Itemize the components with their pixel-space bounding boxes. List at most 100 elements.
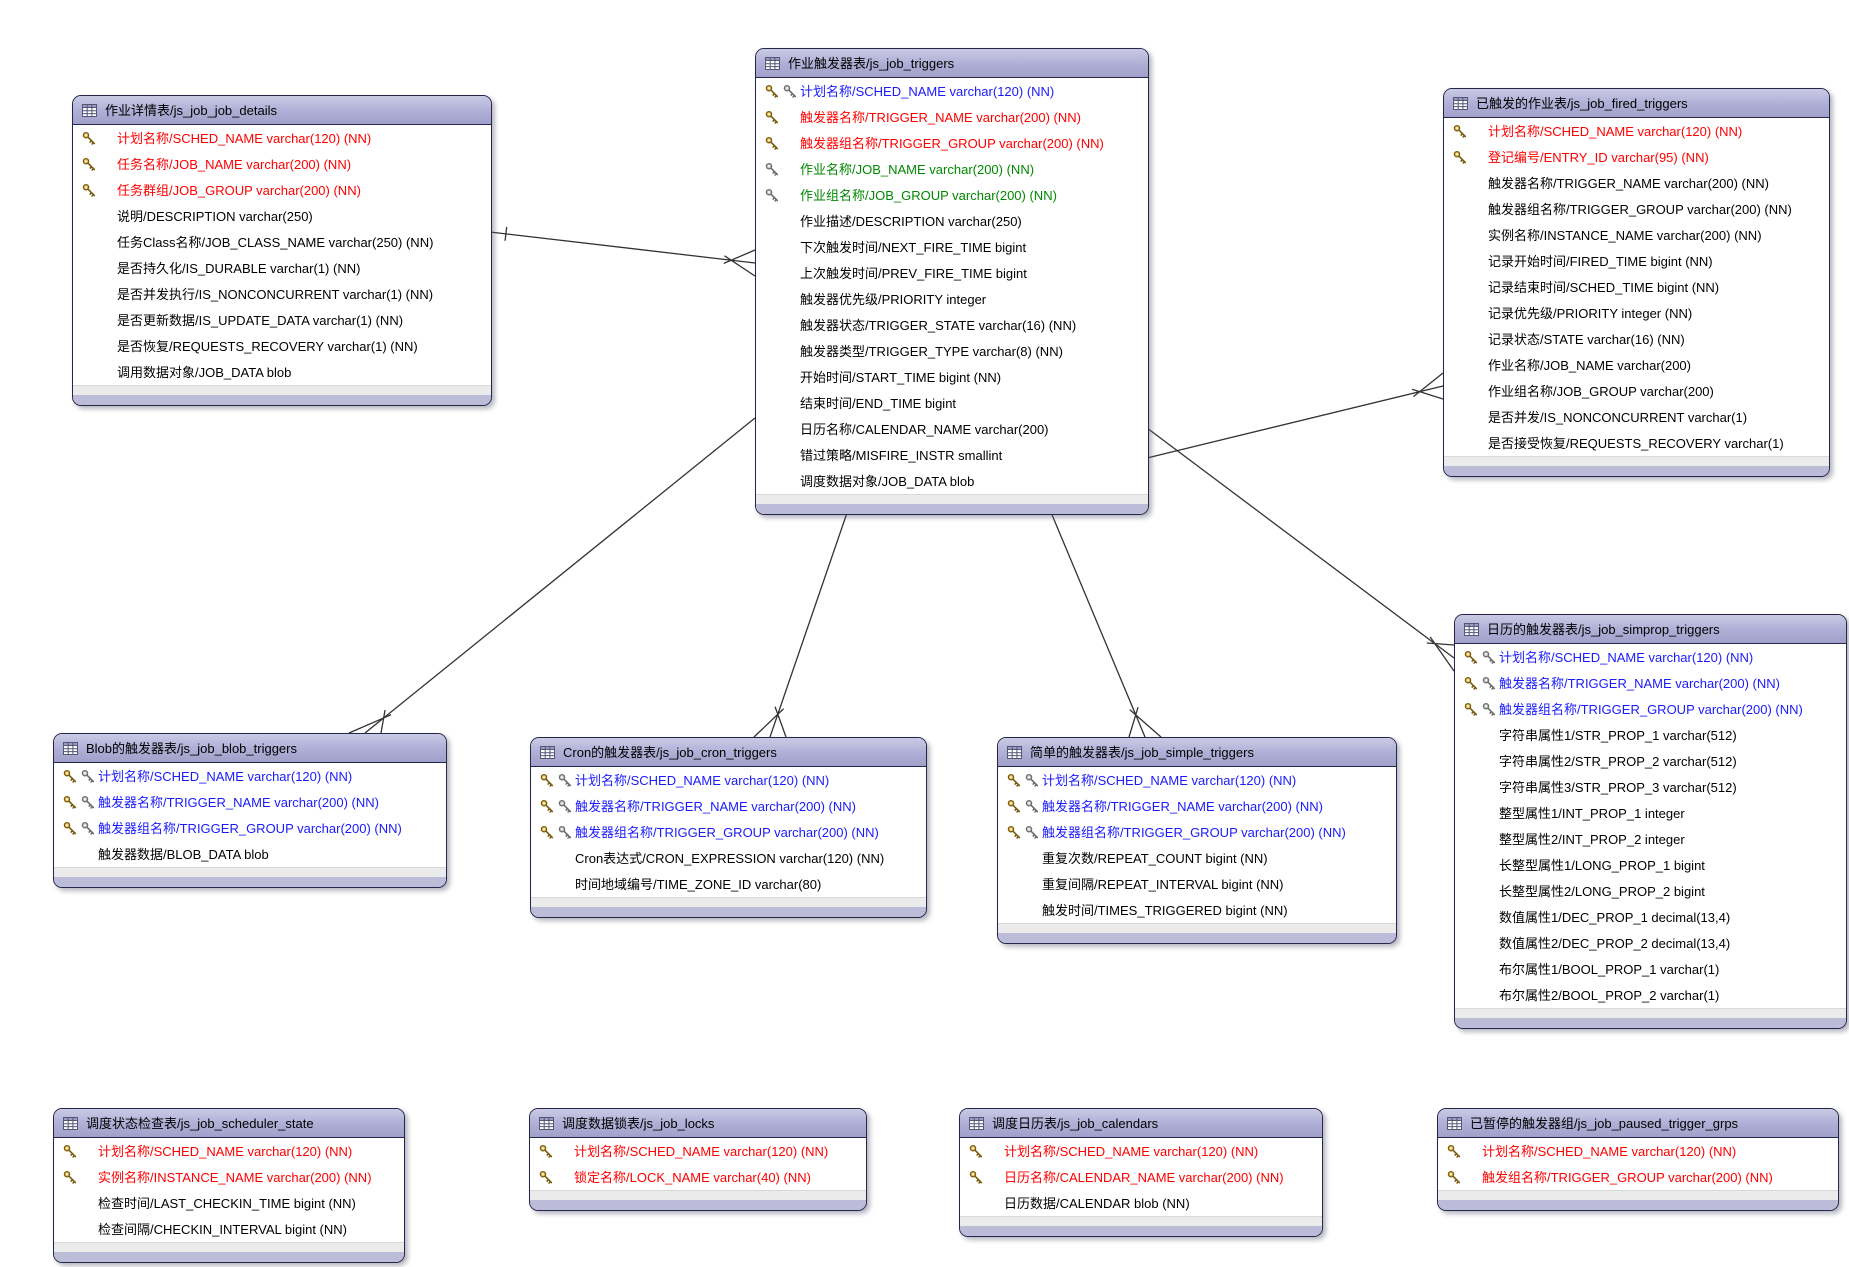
field-row[interactable]: 触发器名称/TRIGGER_NAME varchar(200) (NN)	[998, 793, 1396, 819]
field-row[interactable]: 是否恢复/REQUESTS_RECOVERY varchar(1) (NN)	[73, 333, 491, 359]
field-row[interactable]: 调度数据对象/JOB_DATA blob	[756, 468, 1148, 494]
field-row[interactable]: 日历名称/CALENDAR_NAME varchar(200) (NN)	[960, 1164, 1322, 1190]
table-header[interactable]: 已触发的作业表/js_job_fired_triggers	[1444, 89, 1829, 118]
field-row[interactable]: 布尔属性2/BOOL_PROP_2 varchar(1)	[1455, 982, 1846, 1008]
field-row[interactable]: 错过策略/MISFIRE_INSTR smallint	[756, 442, 1148, 468]
field-row[interactable]: 作业组名称/JOB_GROUP varchar(200) (NN)	[756, 182, 1148, 208]
field-row[interactable]: 触发器组名称/TRIGGER_GROUP varchar(200) (NN)	[531, 819, 926, 845]
field-row[interactable]: 触发器优先级/PRIORITY integer	[756, 286, 1148, 312]
field-row[interactable]: 触发器状态/TRIGGER_STATE varchar(16) (NN)	[756, 312, 1148, 338]
field-row[interactable]: 触发器名称/TRIGGER_NAME varchar(200) (NN)	[756, 104, 1148, 130]
field-row[interactable]: 整型属性1/INT_PROP_1 integer	[1455, 800, 1846, 826]
field-row[interactable]: 计划名称/SCHED_NAME varchar(120) (NN)	[73, 125, 491, 151]
field-row[interactable]: 计划名称/SCHED_NAME varchar(120) (NN)	[54, 1138, 404, 1164]
field-row[interactable]: 计划名称/SCHED_NAME varchar(120) (NN)	[530, 1138, 866, 1164]
field-row[interactable]: 触发时间/TIMES_TRIGGERED bigint (NN)	[998, 897, 1396, 923]
field-row[interactable]: 记录状态/STATE varchar(16) (NN)	[1444, 326, 1829, 352]
field-row[interactable]: 触发器名称/TRIGGER_NAME varchar(200) (NN)	[54, 789, 446, 815]
field-row[interactable]: 字符串属性2/STR_PROP_2 varchar(512)	[1455, 748, 1846, 774]
field-row[interactable]: 数值属性2/DEC_PROP_2 decimal(13,4)	[1455, 930, 1846, 956]
field-row[interactable]: 记录结束时间/SCHED_TIME bigint (NN)	[1444, 274, 1829, 300]
field-row[interactable]: 触发器组名称/TRIGGER_GROUP varchar(200) (NN)	[1444, 196, 1829, 222]
table-header[interactable]: 作业详情表/js_job_job_details	[73, 96, 491, 125]
field-row[interactable]: 触发器类型/TRIGGER_TYPE varchar(8) (NN)	[756, 338, 1148, 364]
field-row[interactable]: 是否更新数据/IS_UPDATE_DATA varchar(1) (NN)	[73, 307, 491, 333]
field-row[interactable]: 是否并发/IS_NONCONCURRENT varchar(1)	[1444, 404, 1829, 430]
field-row[interactable]: 计划名称/SCHED_NAME varchar(120) (NN)	[756, 78, 1148, 104]
field-row[interactable]: 长整型属性2/LONG_PROP_2 bigint	[1455, 878, 1846, 904]
field-row[interactable]: 触发组名称/TRIGGER_GROUP varchar(200) (NN)	[1438, 1164, 1838, 1190]
field-row[interactable]: 计划名称/SCHED_NAME varchar(120) (NN)	[998, 767, 1396, 793]
field-row[interactable]: 长整型属性1/LONG_PROP_1 bigint	[1455, 852, 1846, 878]
table-header[interactable]: 已暂停的触发器组/js_job_paused_trigger_grps	[1438, 1109, 1838, 1138]
field-row[interactable]: 说明/DESCRIPTION varchar(250)	[73, 203, 491, 229]
field-row[interactable]: 时间地域编号/TIME_ZONE_ID varchar(80)	[531, 871, 926, 897]
table-header[interactable]: 作业触发器表/js_job_triggers	[756, 49, 1148, 78]
field-row[interactable]: 开始时间/START_TIME bigint (NN)	[756, 364, 1148, 390]
field-row[interactable]: 锁定名称/LOCK_NAME varchar(40) (NN)	[530, 1164, 866, 1190]
field-row[interactable]: 作业名称/JOB_NAME varchar(200) (NN)	[756, 156, 1148, 182]
field-row[interactable]: 任务Class名称/JOB_CLASS_NAME varchar(250) (N…	[73, 229, 491, 255]
field-row[interactable]: 任务群组/JOB_GROUP varchar(200) (NN)	[73, 177, 491, 203]
field-row[interactable]: 字符串属性3/STR_PROP_3 varchar(512)	[1455, 774, 1846, 800]
table-header[interactable]: 调度日历表/js_job_calendars	[960, 1109, 1322, 1138]
field-row[interactable]: 触发器名称/TRIGGER_NAME varchar(200) (NN)	[1455, 670, 1846, 696]
field-row[interactable]: 计划名称/SCHED_NAME varchar(120) (NN)	[1438, 1138, 1838, 1164]
field-row[interactable]: 任务名称/JOB_NAME varchar(200) (NN)	[73, 151, 491, 177]
field-row[interactable]: 计划名称/SCHED_NAME varchar(120) (NN)	[1444, 118, 1829, 144]
field-row[interactable]: 触发器名称/TRIGGER_NAME varchar(200) (NN)	[531, 793, 926, 819]
field-row[interactable]: 字符串属性1/STR_PROP_1 varchar(512)	[1455, 722, 1846, 748]
field-row[interactable]: 实例名称/INSTANCE_NAME varchar(200) (NN)	[1444, 222, 1829, 248]
field-row[interactable]: 触发器组名称/TRIGGER_GROUP varchar(200) (NN)	[54, 815, 446, 841]
field-row[interactable]: 计划名称/SCHED_NAME varchar(120) (NN)	[531, 767, 926, 793]
field-row[interactable]: 实例名称/INSTANCE_NAME varchar(200) (NN)	[54, 1164, 404, 1190]
field-row[interactable]: 记录开始时间/FIRED_TIME bigint (NN)	[1444, 248, 1829, 274]
field-row[interactable]: 触发器组名称/TRIGGER_GROUP varchar(200) (NN)	[998, 819, 1396, 845]
table-header[interactable]: Blob的触发器表/js_job_blob_triggers	[54, 734, 446, 763]
field-row[interactable]: 是否并发执行/IS_NONCONCURRENT varchar(1) (NN)	[73, 281, 491, 307]
field-row[interactable]: 重复次数/REPEAT_COUNT bigint (NN)	[998, 845, 1396, 871]
field-row[interactable]: 检查时间/LAST_CHECKIN_TIME bigint (NN)	[54, 1190, 404, 1216]
field-row[interactable]: Cron表达式/CRON_EXPRESSION varchar(120) (NN…	[531, 845, 926, 871]
field-row[interactable]: 布尔属性1/BOOL_PROP_1 varchar(1)	[1455, 956, 1846, 982]
field-row[interactable]: 调用数据对象/JOB_DATA blob	[73, 359, 491, 385]
field-row[interactable]: 是否接受恢复/REQUESTS_RECOVERY varchar(1)	[1444, 430, 1829, 456]
table-header[interactable]: Cron的触发器表/js_job_cron_triggers	[531, 738, 926, 767]
field-row[interactable]: 上次触发时间/PREV_FIRE_TIME bigint	[756, 260, 1148, 286]
table-header[interactable]: 调度状态检查表/js_job_scheduler_state	[54, 1109, 404, 1138]
field-row[interactable]: 下次触发时间/NEXT_FIRE_TIME bigint	[756, 234, 1148, 260]
field-row[interactable]: 数值属性1/DEC_PROP_1 decimal(13,4)	[1455, 904, 1846, 930]
field-row[interactable]: 作业组名称/JOB_GROUP varchar(200)	[1444, 378, 1829, 404]
field-row[interactable]: 日历数据/CALENDAR blob (NN)	[960, 1190, 1322, 1216]
field-row[interactable]: 计划名称/SCHED_NAME varchar(120) (NN)	[960, 1138, 1322, 1164]
field-row[interactable]: 作业名称/JOB_NAME varchar(200)	[1444, 352, 1829, 378]
field-row[interactable]: 日历名称/CALENDAR_NAME varchar(200)	[756, 416, 1148, 442]
field-row[interactable]: 记录优先级/PRIORITY integer (NN)	[1444, 300, 1829, 326]
field-row[interactable]: 结束时间/END_TIME bigint	[756, 390, 1148, 416]
field-row[interactable]: 触发器组名称/TRIGGER_GROUP varchar(200) (NN)	[1455, 696, 1846, 722]
field-row[interactable]: 触发器数据/BLOB_DATA blob	[54, 841, 446, 867]
field-row[interactable]: 计划名称/SCHED_NAME varchar(120) (NN)	[1455, 644, 1846, 670]
field-row[interactable]: 触发器名称/TRIGGER_NAME varchar(200) (NN)	[1444, 170, 1829, 196]
field-row[interactable]: 触发器组名称/TRIGGER_GROUP varchar(200) (NN)	[756, 130, 1148, 156]
field-row[interactable]: 整型属性2/INT_PROP_2 integer	[1455, 826, 1846, 852]
field-row[interactable]: 重复间隔/REPEAT_INTERVAL bigint (NN)	[998, 871, 1396, 897]
table-header[interactable]: 日历的触发器表/js_job_simprop_triggers	[1455, 615, 1846, 644]
field-row[interactable]: 登记编号/ENTRY_ID varchar(95) (NN)	[1444, 144, 1829, 170]
table-header[interactable]: 简单的触发器表/js_job_simple_triggers	[998, 738, 1396, 767]
field-row[interactable]: 检查间隔/CHECKIN_INTERVAL bigint (NN)	[54, 1216, 404, 1242]
table-header[interactable]: 调度数据锁表/js_job_locks	[530, 1109, 866, 1138]
field-row[interactable]: 是否持久化/IS_DURABLE varchar(1) (NN)	[73, 255, 491, 281]
field-row[interactable]: 计划名称/SCHED_NAME varchar(120) (NN)	[54, 763, 446, 789]
